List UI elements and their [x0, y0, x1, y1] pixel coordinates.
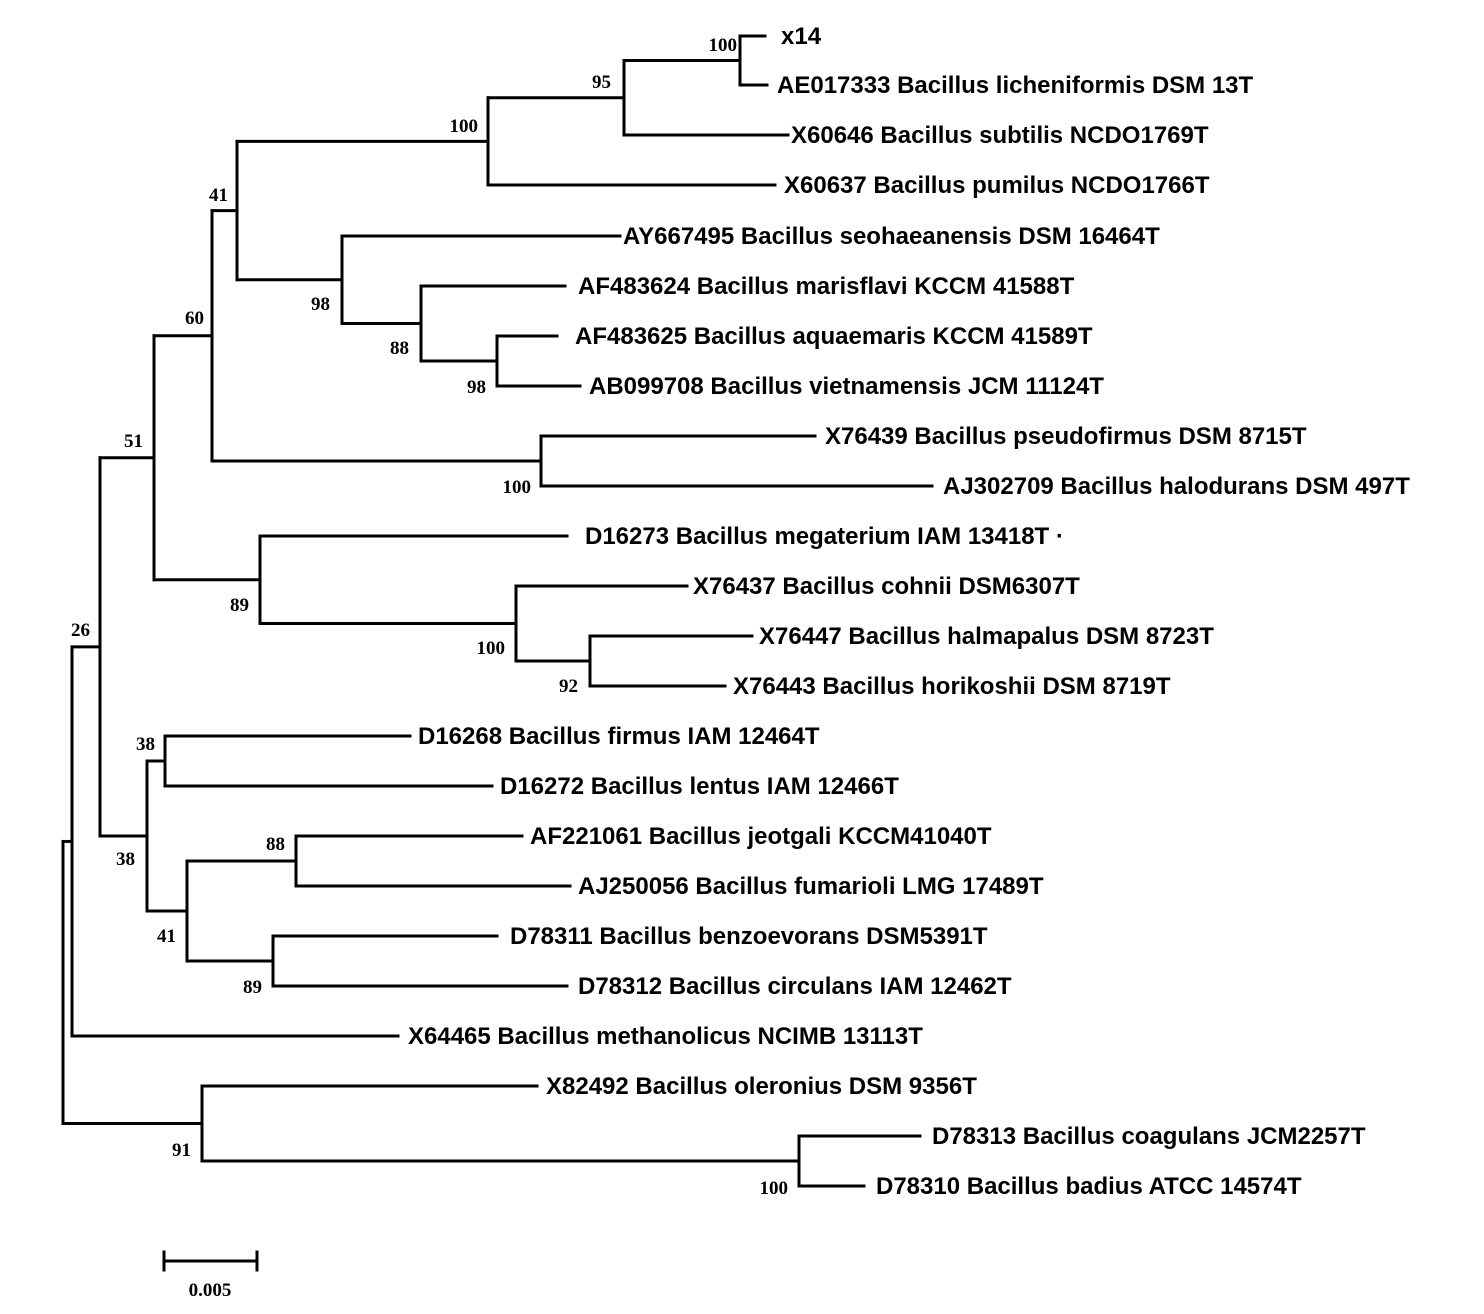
bootstrap-values: 100 95 100 98 88 98 41 100 60 100 92 89 51 38 88 89 41 38… — [71, 35, 788, 1199]
bootstrap-nU: 91 — [172, 1140, 191, 1161]
leaf-label-t3: X60646 Bacillus subtilis NCDO1769T — [791, 122, 1209, 149]
leaf-label-t11: D16273 Bacillus megaterium IAM 13418T · — [585, 523, 1064, 550]
leaf-label-t24: D78310 Bacillus badius ATCC 14574T — [876, 1173, 1302, 1200]
leaf-label-t13: X76447 Bacillus halmapalus DSM 8723T — [759, 623, 1214, 650]
leaf-label-t21: X64465 Bacillus methanolicus NCIMB 13113… — [408, 1023, 923, 1050]
leaf-label-t10: AJ302709 Bacillus halodurans DSM 497T — [943, 473, 1410, 500]
bootstrap-nE: 88 — [390, 338, 409, 359]
leaf-label-t16: D16272 Bacillus lentus IAM 12466T — [500, 773, 899, 800]
leaf-label-t18: AJ250056 Bacillus fumarioli LMG 17489T — [578, 873, 1044, 900]
bootstrap-nO: 88 — [266, 834, 285, 855]
bootstrap-nP: 89 — [243, 977, 262, 998]
leaf-label-t5: AY667495 Bacillus seohaeanensis DSM 1646… — [623, 223, 1160, 250]
leaf-label-t6: AF483624 Bacillus marisflavi KCCM 41588T — [578, 273, 1075, 300]
leaf-label-t19: D78311 Bacillus benzoevorans DSM5391T — [510, 923, 988, 950]
bootstrap-nR: 38 — [116, 849, 135, 870]
leaf-label-t23: D78313 Bacillus coagulans JCM2257T — [932, 1123, 1366, 1150]
leaf-label-t9: X76439 Bacillus pseudofirmus DSM 8715T — [825, 423, 1307, 450]
bootstrap-nL: 89 — [230, 595, 249, 616]
leaf-label-t20: D78312 Bacillus circulans IAM 12462T — [578, 973, 1012, 1000]
bootstrap-nI: 60 — [185, 308, 204, 329]
bootstrap-nC: 100 — [450, 116, 479, 137]
bootstrap-nK: 92 — [559, 676, 578, 697]
bootstrap-nS: 26 — [71, 620, 90, 641]
bootstrap-nG: 41 — [209, 185, 228, 206]
leaf-label-t14: X76443 Bacillus horikoshii DSM 8719T — [733, 673, 1171, 700]
tree-branches — [61, 34, 934, 1188]
bootstrap-nN: 38 — [136, 734, 155, 755]
bootstrap-nQ: 41 — [157, 926, 176, 947]
leaf-label-t1: x14 — [781, 23, 822, 50]
bootstrap-nJ: 100 — [477, 638, 506, 659]
leaf-label-t17: AF221061 Bacillus jeotgali KCCM41040T — [530, 823, 992, 850]
bootstrap-nB: 95 — [592, 72, 611, 93]
leaf-label-t12: X76437 Bacillus cohnii DSM6307T — [693, 573, 1080, 600]
leaf-label-t15: D16268 Bacillus firmus IAM 12464T — [418, 723, 820, 750]
bootstrap-nT: 100 — [760, 1178, 789, 1199]
bootstrap-nM: 51 — [124, 431, 143, 452]
bootstrap-nF: 98 — [467, 377, 486, 398]
leaf-label-t22: X82492 Bacillus oleronius DSM 9356T — [546, 1073, 977, 1100]
bootstrap-nA: 100 — [709, 35, 738, 56]
scale-bar: 0.005 — [162, 1250, 259, 1301]
leaf-label-t2: AE017333 Bacillus licheniformis DSM 13T — [777, 72, 1254, 99]
scale-bar-label: 0.005 — [189, 1280, 232, 1301]
leaf-label-t8: AB099708 Bacillus vietnamensis JCM 11124… — [589, 373, 1104, 400]
bootstrap-nD: 98 — [311, 294, 330, 315]
bootstrap-nH: 100 — [503, 477, 532, 498]
leaf-label-t7: AF483625 Bacillus aquaemaris KCCM 41589T — [575, 323, 1093, 350]
leaf-label-t4: X60637 Bacillus pumilus NCDO1766T — [784, 172, 1210, 199]
